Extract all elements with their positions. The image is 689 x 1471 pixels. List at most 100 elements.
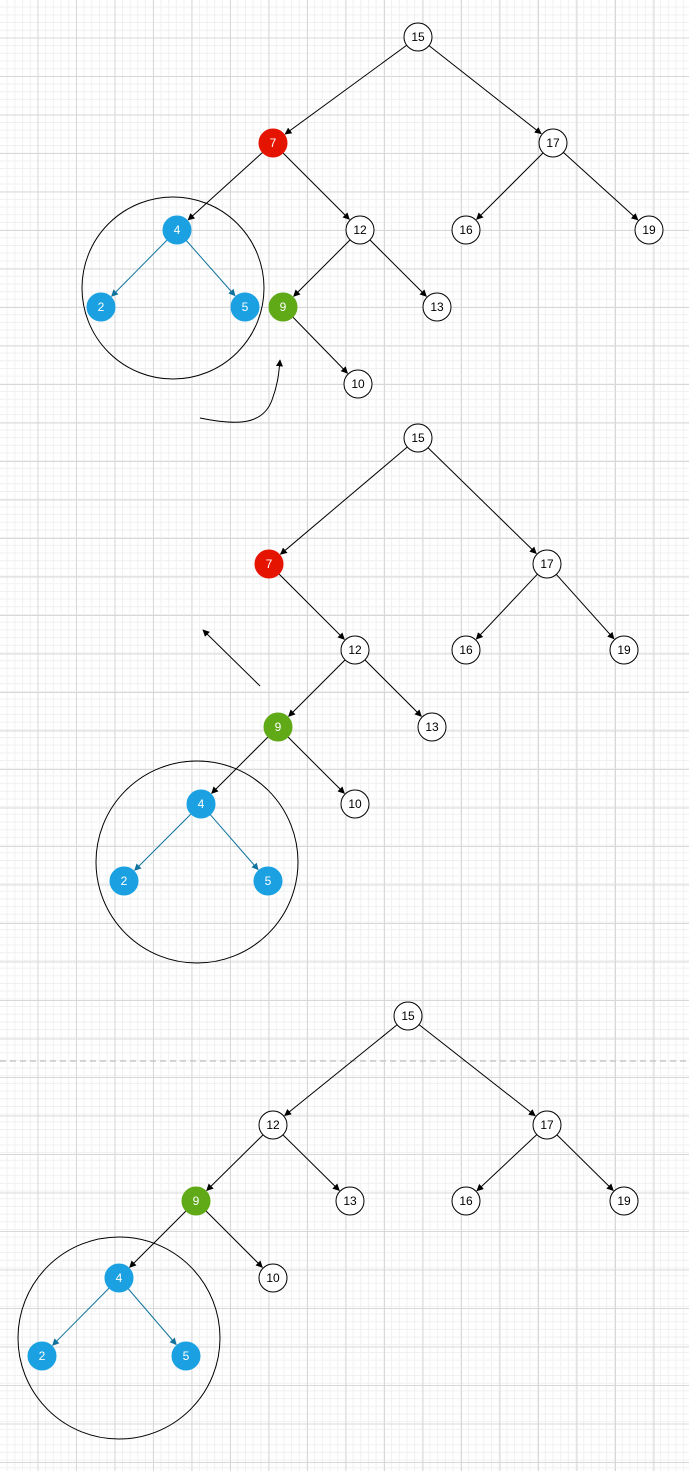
tree-node-13[interactable]: 13 [417,712,447,742]
tree-node-16[interactable]: 16 [451,215,481,245]
tree-diagram-2: 15 7 17 12 16 19 9 13 4 10 2 5 [109,423,639,896]
node-circle [634,215,664,245]
rotation-straight-arrow[interactable] [202,629,261,687]
edge-9-to-4[interactable] [211,736,269,794]
node-label: 17 [540,1118,554,1132]
edge-12-to-13[interactable] [364,659,422,717]
node-circle [258,1263,288,1293]
edge-12-to-9[interactable] [206,1134,264,1191]
tree-node-17[interactable]: 17 [532,549,562,579]
node-label: 4 [116,1271,123,1285]
edge-4-to-2[interactable] [111,239,168,297]
tree-node-19[interactable]: 19 [609,635,639,665]
edge-4-to-2[interactable] [134,813,192,871]
edge-9-to-10[interactable] [287,736,345,794]
edge-4-to-5[interactable] [185,240,236,297]
tree-node-16[interactable]: 16 [451,635,481,665]
node-label: 12 [266,1118,280,1132]
node-circle [538,128,568,158]
edge-15-to-7[interactable] [284,44,407,135]
edge-12-to-13[interactable] [282,1134,340,1191]
tree-node-4[interactable]: 4 [104,1263,134,1293]
edge-4-to-2[interactable] [52,1287,110,1346]
tree-node-7[interactable]: 7 [258,128,288,158]
tree-node-17[interactable]: 17 [532,1110,562,1140]
node-label: 2 [121,874,128,888]
tree-node-10[interactable]: 10 [343,369,373,399]
edge-17-to-19[interactable] [563,152,639,221]
edge-4-to-5[interactable] [209,814,259,871]
edge-9-to-10[interactable] [205,1210,263,1268]
edge-15-to-12[interactable] [284,1024,398,1117]
edge-17-to-16[interactable] [476,1134,538,1192]
tree-node-7[interactable]: 7 [254,549,284,579]
tree-node-10[interactable]: 10 [340,789,370,819]
edge-9-to-4[interactable] [129,1210,187,1268]
tree-node-19[interactable]: 19 [609,1186,639,1216]
node-circle [609,1186,639,1216]
node-circle [104,1263,134,1293]
node-label: 2 [39,1349,46,1363]
subtree-highlight-circle-2[interactable] [95,760,299,964]
subtree-highlight-circle-1[interactable] [81,196,265,380]
node-label: 12 [348,643,362,657]
tree-node-15[interactable]: 15 [403,22,433,52]
tree-node-15[interactable]: 15 [403,423,433,453]
tree-node-10[interactable]: 10 [258,1263,288,1293]
tree-node-12[interactable]: 12 [258,1110,288,1140]
edge-9-to-10[interactable] [292,316,349,374]
tree-node-16[interactable]: 16 [451,1186,481,1216]
edge-17-to-19[interactable] [556,1134,614,1191]
node-circle [258,1110,288,1140]
edge-17-to-16[interactable] [475,573,538,640]
tree-node-17[interactable]: 17 [538,128,568,158]
node-label: 12 [353,223,367,237]
edge-7-to-12[interactable] [278,573,345,640]
tree-node-2[interactable]: 2 [27,1341,57,1371]
tree-node-4[interactable]: 4 [162,215,192,245]
tree-node-13[interactable]: 13 [335,1186,365,1216]
node-label: 16 [459,223,473,237]
tree-node-15[interactable]: 15 [393,1001,423,1031]
tree-node-9[interactable]: 9 [181,1186,211,1216]
edge-7-to-4[interactable] [187,152,263,221]
edge-17-to-19[interactable] [555,574,615,640]
rotation-curve-arrow[interactable] [199,359,283,423]
node-label: 15 [411,431,425,445]
subtree-highlight-circle-3[interactable] [17,1236,221,1440]
edge-15-to-17[interactable] [427,447,537,555]
tree-node-5[interactable]: 5 [230,292,260,322]
node-label: 10 [348,797,362,811]
tree-node-19[interactable]: 19 [634,215,664,245]
tree-node-9[interactable]: 9 [268,292,298,322]
node-circle [532,549,562,579]
node-circle [340,789,370,819]
node-label: 19 [642,223,656,237]
tree-node-9[interactable]: 9 [263,712,293,742]
node-circle [171,1341,201,1371]
tree-node-12[interactable]: 12 [340,635,370,665]
tree-node-5[interactable]: 5 [171,1341,201,1371]
tree-node-4[interactable]: 4 [186,789,216,819]
node-circle [393,1001,423,1031]
edge-12-to-9[interactable] [293,239,351,297]
tree-node-2[interactable]: 2 [109,866,139,896]
tree-node-13[interactable]: 13 [422,292,452,322]
node-circle [27,1341,57,1371]
edge-7-to-12[interactable] [282,152,350,220]
tree-node-2[interactable]: 2 [86,292,116,322]
node-label: 4 [198,797,205,811]
edge-17-to-16[interactable] [476,152,544,220]
edge-12-to-13[interactable] [369,239,427,297]
edge-15-to-7[interactable] [279,446,408,555]
edge-12-to-9[interactable] [288,659,346,717]
tree-node-12[interactable]: 12 [345,215,375,245]
edge-15-to-17[interactable] [418,1024,536,1117]
edge-15-to-17[interactable] [428,45,542,135]
edge-4-to-5[interactable] [127,1288,177,1346]
node-label: 10 [266,1271,280,1285]
node-label: 2 [98,300,105,314]
node-label: 5 [265,874,272,888]
tree-node-5[interactable]: 5 [253,866,283,896]
